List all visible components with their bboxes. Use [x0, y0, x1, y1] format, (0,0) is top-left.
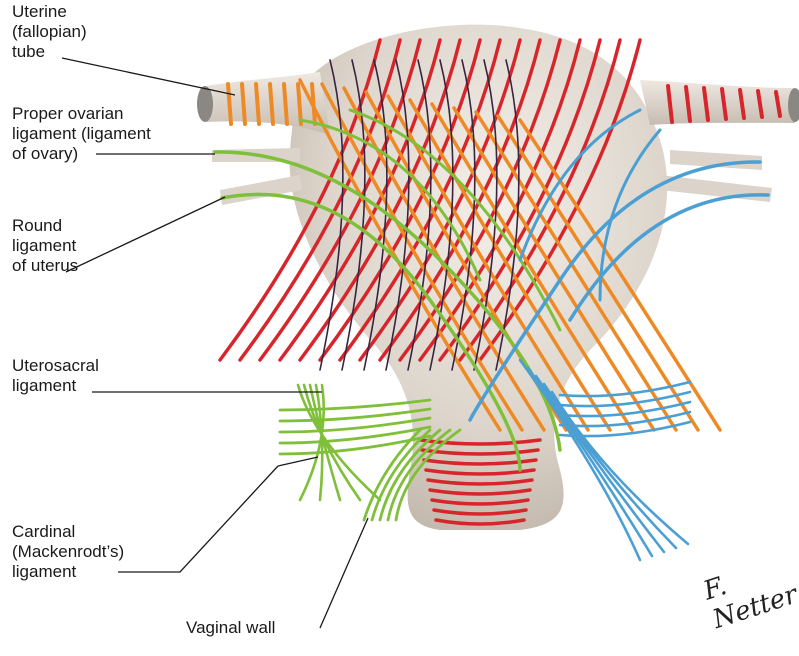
label-uterine-tube: Uterine (fallopian) tube	[12, 2, 87, 62]
leader-uterine-tube	[62, 58, 235, 95]
leader-vaginal-wall	[320, 518, 368, 628]
label-uterosacral-ligament: Uterosacral ligament	[12, 356, 99, 396]
leader-round-ligament	[66, 197, 225, 272]
left-tube-opening	[197, 86, 213, 122]
label-proper-ovarian-ligament: Proper ovarian ligament (ligament of ova…	[12, 104, 151, 164]
label-round-ligament: Round ligament of uterus	[12, 216, 78, 276]
right-uterine-tube	[640, 80, 795, 125]
label-vaginal-wall: Vaginal wall	[186, 618, 275, 638]
leader-cardinal-a	[278, 457, 318, 466]
leader-cardinal-b	[118, 466, 278, 572]
label-cardinal-ligament: Cardinal (Mackenrodt’s) ligament	[12, 522, 124, 582]
left-round-ligament-stub	[220, 175, 302, 205]
